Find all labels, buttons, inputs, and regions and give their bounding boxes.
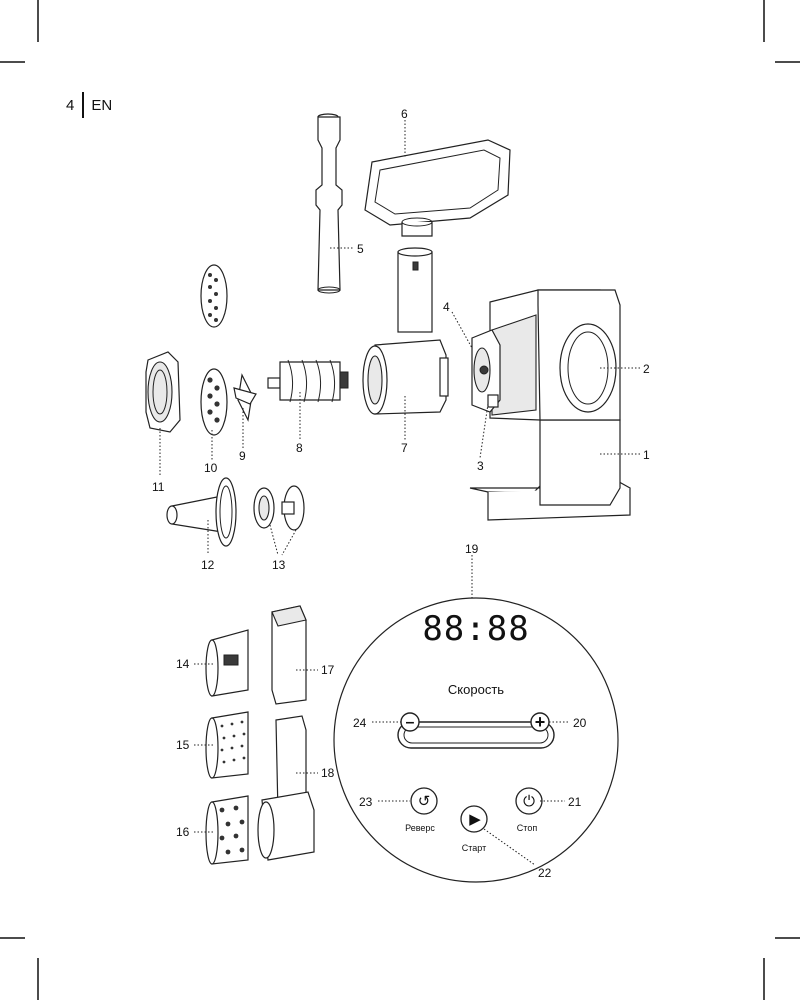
digital-display: 88:88 [422,609,529,649]
cutting-blade [233,373,257,422]
callout-6: 6 [401,107,408,121]
callout-2: 2 [643,362,650,376]
callout-3: 3 [477,459,484,473]
callout-23: 23 [359,795,373,809]
stop-icon[interactable]: ⏻ [523,793,535,810]
shredder-housing [257,715,315,861]
callout-18: 18 [321,766,335,780]
speed-plus-button[interactable]: + [535,712,546,732]
auger-housing [362,247,449,415]
page-number: 4 [66,96,75,114]
reverse-icon[interactable]: ↺ [418,793,431,810]
callout-15: 15 [176,738,190,752]
stop-label: Стоп [517,823,538,833]
language-code: EN [91,96,113,114]
sausage-nozzle [166,477,237,547]
callout-17: 17 [321,663,335,677]
coarse-grating-drum [205,795,249,865]
callout-22: 22 [538,866,552,880]
mincing-disc-coarse [200,368,228,436]
callout-10: 10 [204,461,218,475]
fine-grating-drum [205,711,249,779]
header-divider [82,92,85,118]
speed-label: Скорость [448,682,504,697]
mincing-disc-fine [200,264,228,328]
callout-21: 21 [568,795,582,809]
callout-8: 8 [296,441,303,455]
start-icon[interactable]: ▶ [469,811,481,828]
control-panel [333,597,619,883]
kebbe-attachment [253,485,305,531]
callout-11: 11 [152,480,165,494]
shredder-pusher [271,605,307,705]
motor-base-unit [469,289,631,521]
callout-5: 5 [357,242,364,256]
reverse-label: Реверс [405,823,435,833]
callout-20: 20 [573,716,587,730]
callout-9: 9 [239,449,246,463]
callout-1: 1 [643,448,650,462]
callout-19: 19 [465,542,479,556]
callout-24: 24 [353,716,367,730]
slicing-drum [205,629,249,697]
callout-14: 14 [176,657,190,671]
page-header: 4 EN [66,92,112,118]
callout-13: 13 [272,558,286,572]
callout-numbers: 1 2 3 4 5 6 7 8 9 10 11 12 13 14 15 16 1… [152,107,650,880]
callout-4: 4 [443,300,450,314]
auger-screw [267,359,349,403]
feed-tray [364,139,511,237]
callout-16: 16 [176,825,190,839]
callout-7: 7 [401,441,408,455]
leader-lines [159,120,640,866]
speed-minus-button[interactable]: – [406,714,415,731]
food-pusher [315,113,343,294]
ring-nut [145,351,181,433]
callout-12: 12 [201,558,215,572]
start-label: Старт [462,843,486,853]
